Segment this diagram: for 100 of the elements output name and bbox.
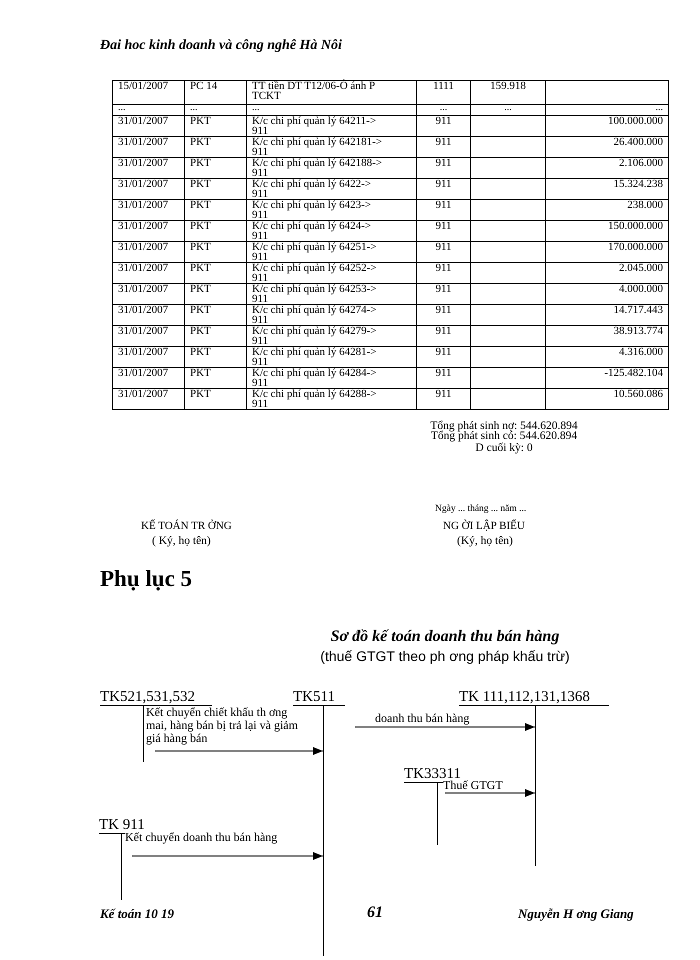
table-cell: K/c chi phí quản lý 64288-> 911 (246, 388, 416, 410)
total-line: Tổng phát sinh có: 544.620.894 (430, 431, 578, 442)
page-number: 61 (367, 904, 383, 922)
table-cell: -125.482.104 (546, 368, 668, 388)
table-cell: K/c chi phí quản lý 6422-> 911 (246, 178, 416, 200)
table-cell: 4.000.000 (546, 284, 668, 304)
table-cell: 100.000.000 (546, 116, 668, 136)
table-cell: 15.324.238 (546, 178, 668, 200)
table-cell: PKT (184, 304, 246, 326)
table-cell: PKT (184, 326, 246, 346)
table-cell: 10.560.086 (546, 388, 668, 410)
date-line: Ngày ... tháng ... năm ... (435, 504, 526, 514)
table-cell: 31/01/2007 (112, 326, 184, 346)
table-cell: 31/01/2007 (112, 388, 184, 410)
table-cell: PKT (184, 200, 246, 220)
arrow (444, 789, 536, 797)
table-cell: 31/01/2007 (112, 178, 184, 200)
table-cell: ... (546, 104, 668, 116)
table-cell: TT tiền DT T12/06-Ô ánh P TCKT (246, 80, 416, 104)
table-cell: 911 (416, 116, 470, 136)
table-cell: 2.106.000 (546, 158, 668, 178)
table-cell: 911 (416, 242, 470, 262)
table-cell: 911 (416, 284, 470, 304)
signature-note: (Ký, họ tên) (457, 535, 513, 547)
table-cell: 15/01/2007 (112, 80, 184, 104)
table-cell: 911 (416, 178, 470, 200)
table-cell: PKT (184, 178, 246, 200)
table-cell: K/c chi phí quản lý 64281-> 911 (246, 346, 416, 368)
page-header: Đai hoc kinh doanh và công nghê Hà Nôi (100, 38, 342, 54)
table-cell: 911 (416, 200, 470, 220)
table-cell: 14.717.443 (546, 304, 668, 326)
table-cell: 911 (416, 158, 470, 178)
table-cell: 4.316.000 (546, 346, 668, 368)
table-cell: PKT (184, 368, 246, 388)
table-cell: ... (184, 104, 246, 116)
table-cell: 31/01/2007 (112, 242, 184, 262)
table-cell: 31/01/2007 (112, 116, 184, 136)
table-cell: 911 (416, 220, 470, 242)
table-cell: 911 (416, 304, 470, 326)
table-cell: K/c chi phí quản lý 64211-> 911 (246, 116, 416, 136)
table-cell: 911 (416, 136, 470, 158)
appendix-heading: Phụ lục 5 (100, 566, 192, 592)
table-cell: 911 (416, 326, 470, 346)
table-cell: 26.400.000 (546, 136, 668, 158)
table-cell: 911 (416, 388, 470, 410)
table-cell: PKT (184, 116, 246, 136)
edge-label: doanh thu bán hàng (375, 712, 470, 725)
table-cell: 31/01/2007 (112, 304, 184, 326)
total-line: Tổng phát sinh nợ: 544.620.894 (429, 421, 579, 432)
arrow (354, 723, 536, 731)
table-cell: PKT (184, 346, 246, 368)
table-cell: K/c chi phí quản lý 64251-> 911 (246, 242, 416, 262)
table-cell: 150.000.000 (546, 220, 668, 242)
table-cell: PKT (184, 388, 246, 410)
table-cell: 31/01/2007 (112, 346, 184, 368)
table-cell: K/c chi phí quản lý 642188-> 911 (246, 158, 416, 178)
table-cell: K/c chi phí quản lý 64284-> 911 (246, 368, 416, 388)
table-cell: PKT (184, 284, 246, 304)
signature-title: KẾ TOÁN TR ỞNG (141, 520, 232, 532)
table-cell: K/c chi phí quản lý 64252-> 911 (246, 262, 416, 284)
table-cell: ... (112, 104, 184, 116)
table-cell: 31/01/2007 (112, 200, 184, 220)
signature-note: ( Ký, họ tên) (152, 535, 211, 547)
table-cell: PKT (184, 262, 246, 284)
table-cell: 1111 (416, 80, 470, 104)
table-cell: K/c chi phí quản lý 64253-> 911 (246, 284, 416, 304)
table-cell: PKT (184, 158, 246, 178)
table-cell: PKT (184, 242, 246, 262)
table-cell: K/c chi phí quản lý 642181-> 911 (246, 136, 416, 158)
diagram-subtitle: (thuế GTGT theo ph ơng pháp khấu trừ) (319, 648, 571, 664)
diagram-title: Sơ đồ kế toán doanh thu bán hàng (330, 628, 560, 646)
balance-line: D cuối kỳ: 0 (474, 443, 534, 454)
footer-text: Nguyễn H ơng Giang (518, 906, 634, 922)
table-cell: K/c chi phí quản lý 6424-> 911 (246, 220, 416, 242)
table-cell: 31/01/2007 (112, 262, 184, 284)
table-cell: 170.000.000 (546, 242, 668, 262)
table-cell: ... (470, 104, 546, 116)
table-cell: 38.913.774 (546, 326, 668, 346)
table-cell: PC 14 (184, 80, 246, 104)
arrow (154, 747, 324, 755)
table-cell: ... (416, 104, 470, 116)
table-cell: 31/01/2007 (112, 368, 184, 388)
footer-text: Kế toán 10 19 (100, 906, 174, 922)
table-cell: K/c chi phí quản lý 64274-> 911 (246, 304, 416, 326)
table-cell: 911 (416, 368, 470, 388)
table-cell: PKT (184, 136, 246, 158)
table-cell: 911 (416, 262, 470, 284)
table-cell: 31/01/2007 (112, 220, 184, 242)
edge-label: Kết chuyển doanh thu bán hàng (125, 831, 278, 844)
table-cell: 31/01/2007 (112, 284, 184, 304)
table-cell: K/c chi phí quản lý 6423-> 911 (246, 200, 416, 220)
account-name: TK 111,112,131,1368 (459, 689, 609, 706)
signature-title: NG ỜI LẬP BIỂU (443, 520, 525, 532)
table-cell: ... (246, 104, 416, 116)
table-cell: 911 (416, 346, 470, 368)
table-cell: 31/01/2007 (112, 158, 184, 178)
arrow (132, 852, 324, 860)
table-cell: PKT (184, 220, 246, 242)
table-cell: 31/01/2007 (112, 136, 184, 158)
table-cell: K/c chi phí quản lý 64279-> 911 (246, 326, 416, 346)
